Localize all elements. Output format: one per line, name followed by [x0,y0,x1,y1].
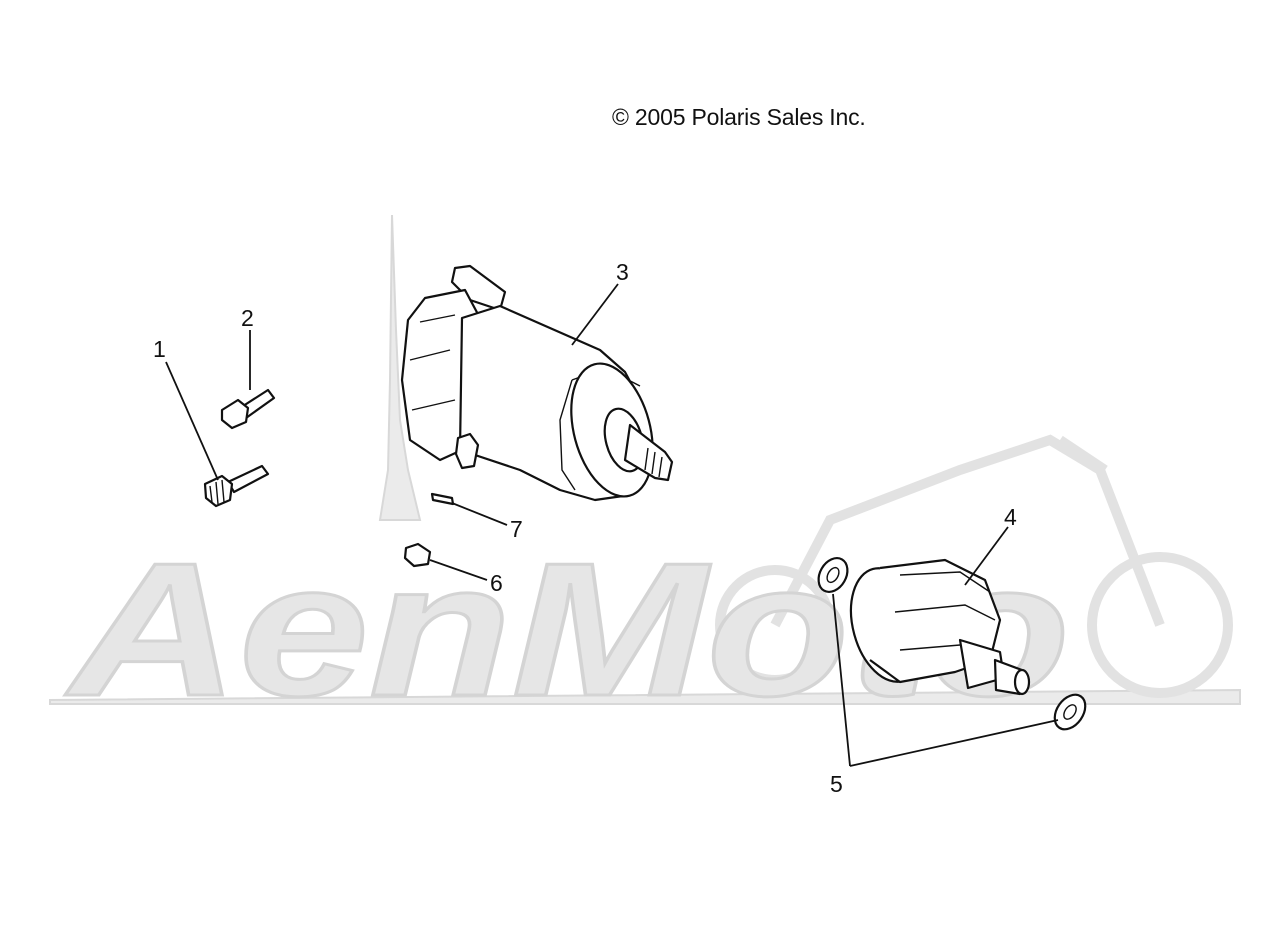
washer-right-hole [1063,704,1077,720]
washer-right [1053,693,1087,731]
callout-4: 4 [1004,504,1017,530]
callout-labels: 1 2 3 4 5 6 7 [153,259,1017,797]
callout-3: 3 [616,259,629,285]
watermark-rear-wheel [1087,552,1233,698]
part-1-bolt [203,464,270,508]
starter-shaft-splines [644,447,663,478]
part-6-nut [403,542,432,568]
leader-6 [429,559,488,581]
callout-6: 6 [490,570,503,596]
bolt-1-knurl [209,479,225,505]
leader-7 [451,502,508,526]
starter-terminal [454,432,480,470]
part-7-pin [430,492,455,506]
leader-3 [571,283,619,346]
part-5-washers [817,557,1087,731]
callout-2: 2 [241,305,254,331]
watermark-fork [1057,435,1108,475]
washer-left-hole [826,566,840,584]
part-4-starter-drive [849,558,1031,696]
callout-5: 5 [830,771,843,797]
bolt-1-shank [226,464,270,494]
starter-housing-lines [409,314,456,411]
part-3-starter-motor [400,264,674,502]
washer-left [817,557,849,593]
watermark-front-wheel [715,565,835,685]
leader-5b [849,719,1059,767]
bolt-1-head [203,474,234,508]
copyright-notice: © 2005 Polaris Sales Inc. [612,104,866,130]
leader-4 [964,526,1009,586]
watermark-spire [378,214,422,521]
bolt-2-head [220,398,250,430]
callout-7: 7 [510,516,523,542]
drive-shaft-end [1013,668,1031,696]
pin-7 [430,492,455,506]
part-2-bolt [220,388,276,430]
leader-5a [832,593,851,767]
callout-1: 1 [153,336,166,362]
watermark-frame [770,434,1165,628]
leader-1 [165,361,219,481]
leader-lines [165,283,1059,767]
nut-6 [403,542,432,568]
